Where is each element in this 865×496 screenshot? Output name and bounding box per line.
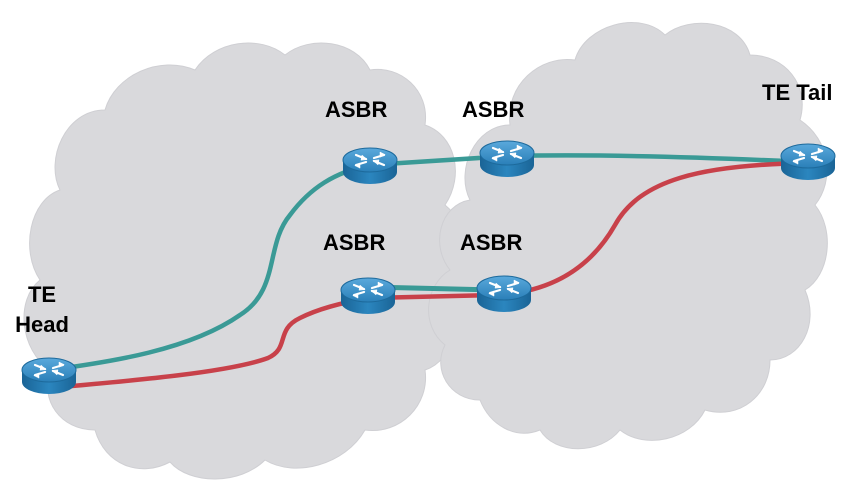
left-cloud <box>23 42 465 480</box>
asbr-bottom-left-label: ASBR <box>323 230 386 255</box>
router-icon[interactable] <box>779 142 837 182</box>
router-icon[interactable] <box>339 276 397 316</box>
router-icon[interactable] <box>20 356 78 396</box>
router-icon[interactable] <box>478 139 536 179</box>
right-cloud <box>428 22 828 450</box>
te-head-label-line1: TE <box>27 282 57 307</box>
router-icon[interactable] <box>341 146 399 186</box>
asbr-top-right-label: ASBR <box>462 97 525 122</box>
te-tail-label: TE Tail <box>762 80 833 105</box>
asbr-bottom-right-label: ASBR <box>460 230 523 255</box>
asbr-top-left-label: ASBR <box>325 97 388 122</box>
primary-te-path <box>47 153 809 373</box>
te-head-label-line2: Head <box>15 312 69 337</box>
router-icon[interactable] <box>475 274 533 314</box>
